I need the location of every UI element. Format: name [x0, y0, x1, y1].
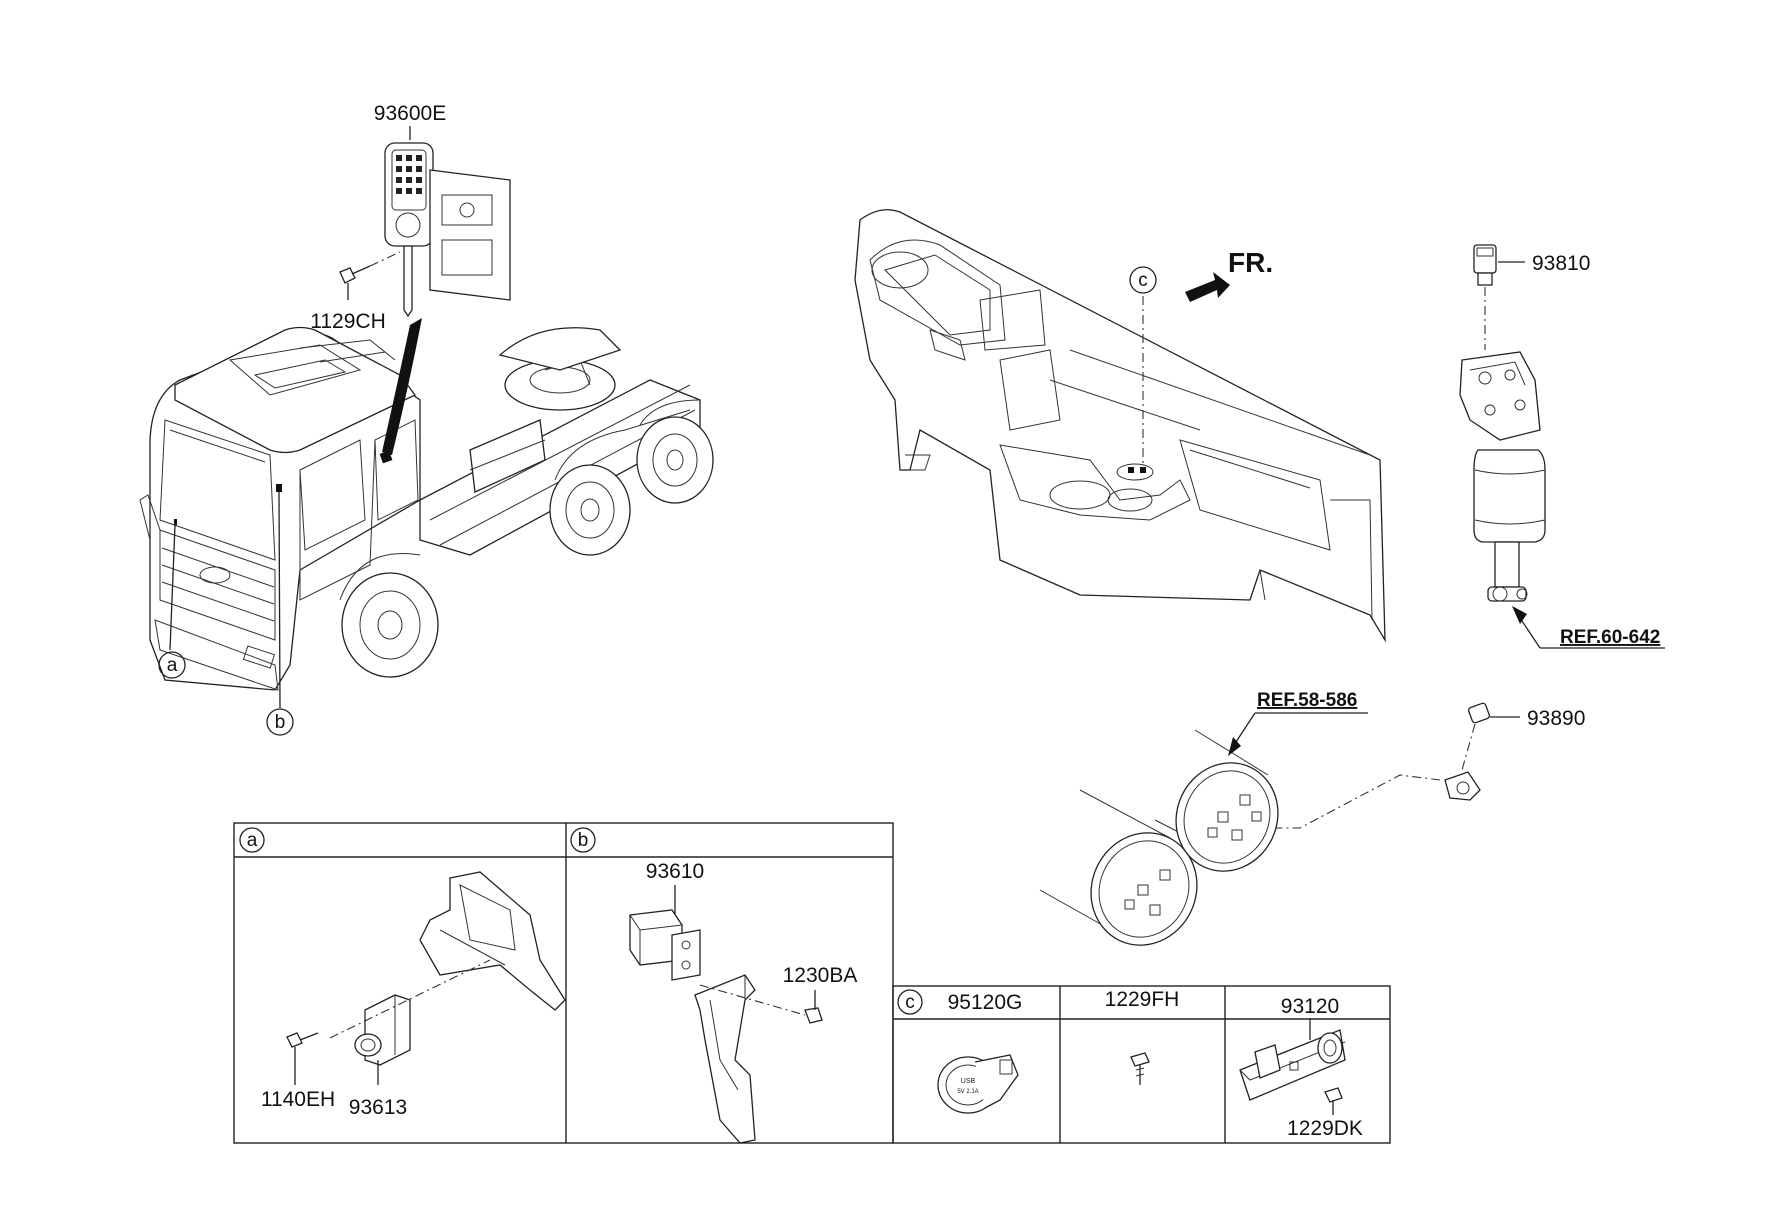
panel-c-header: c 95120G 1229FH: [897, 988, 1180, 1015]
callout-a-letter: a: [167, 655, 178, 676]
dashboard-illustration: [854, 209, 1386, 643]
usb-socket-95120g: USB 5V 2.1A: [937, 1054, 1019, 1114]
part-number-1129ch: 1129CH: [310, 310, 386, 333]
callout-c-letter: c: [1138, 270, 1148, 291]
part-number-93610: 93610: [646, 860, 704, 883]
callout-b: b: [266, 708, 294, 736]
screw-1229fh: [1130, 1052, 1150, 1085]
panel-b-drawing: 93610 1230BA: [629, 860, 858, 1144]
callout-b-letter: b: [275, 712, 286, 733]
key-leader-band: [382, 318, 422, 455]
part-number-1229dk: 1229DK: [1287, 1117, 1363, 1140]
callout-a: a: [158, 651, 186, 679]
part-number-93890: 93890: [1527, 707, 1585, 730]
detail-box-ab: [233, 822, 894, 1144]
panel-b-letter: b: [578, 830, 589, 851]
part-number-93810: 93810: [1532, 252, 1590, 275]
panel-a-drawing: 1140EH 93613: [261, 871, 566, 1119]
callout-c-dashboard: c: [1129, 266, 1157, 294]
front-direction-label: FR.: [1228, 247, 1273, 278]
detail-box-c: [892, 985, 1391, 1144]
air-tanks: REF.58-586: [1039, 690, 1368, 946]
panel-a-letter: a: [247, 830, 258, 851]
panel-c-letter: c: [905, 992, 915, 1013]
truck-illustration: [139, 326, 714, 709]
part-number-1140eh: 1140EH: [261, 1088, 335, 1111]
reference-58-586: REF.58-586: [1257, 690, 1357, 711]
panel-a-header: a: [239, 827, 265, 853]
svg-text:5V 2.1A: 5V 2.1A: [957, 1089, 978, 1095]
panel-b-header: b: [570, 827, 596, 853]
key-fob-93600e: 93600E: [374, 102, 511, 318]
part-number-95120g: 95120G: [948, 991, 1023, 1014]
pressure-sensor-93890: 93890: [1270, 702, 1585, 829]
part-number-93120: 93120: [1281, 995, 1339, 1018]
svg-text:USB: USB: [961, 1078, 976, 1085]
part-number-93613: 93613: [349, 1096, 407, 1119]
front-direction-indicator: FR.: [1185, 247, 1273, 302]
part-number-93600e: 93600E: [374, 102, 446, 125]
level-sensor-assembly: 93810 REF.60-642: [1459, 244, 1665, 649]
part-number-1229fh: 1229FH: [1105, 988, 1180, 1011]
part-number-1230ba: 1230BA: [783, 964, 858, 987]
reference-60-642: REF.60-642: [1560, 627, 1660, 648]
switch-93120: 93120 1229DK: [1239, 995, 1363, 1140]
screw-1129ch: 1129CH: [310, 251, 401, 333]
